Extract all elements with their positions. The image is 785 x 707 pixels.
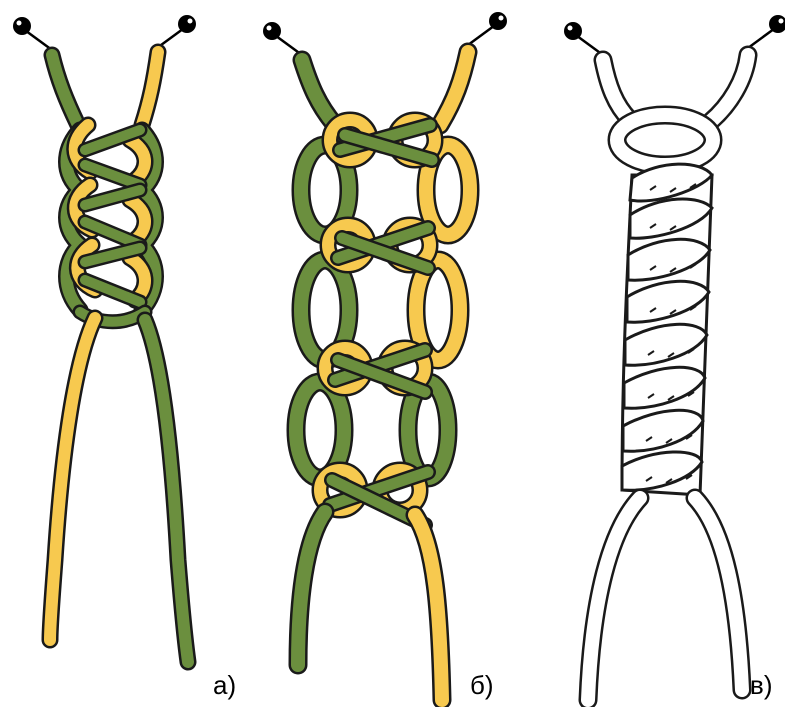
panel-c-diagram [564, 15, 785, 700]
panel-b-diagram [263, 12, 507, 700]
cord-strand [50, 318, 188, 662]
pin-icon [157, 15, 196, 48]
panel-a-label: а) [213, 672, 236, 698]
knot [330, 120, 435, 160]
panel-a-diagram [13, 15, 196, 662]
cord-strand [52, 52, 158, 125]
knot [325, 348, 425, 392]
pin-icon [564, 22, 603, 55]
knot [328, 225, 430, 268]
panel-b-label: б) [470, 672, 494, 698]
cord-strand [588, 498, 742, 700]
knot-chain [67, 125, 156, 322]
knot-chain [296, 120, 470, 525]
cord-strand [298, 512, 442, 700]
spiral-twist [617, 115, 713, 495]
panel-c-label: в) [750, 672, 772, 698]
pin-icon [13, 17, 52, 50]
pin-icon [748, 15, 785, 48]
pin-icon [468, 12, 507, 45]
pin-icon [263, 22, 302, 55]
cord-strand [302, 52, 468, 125]
